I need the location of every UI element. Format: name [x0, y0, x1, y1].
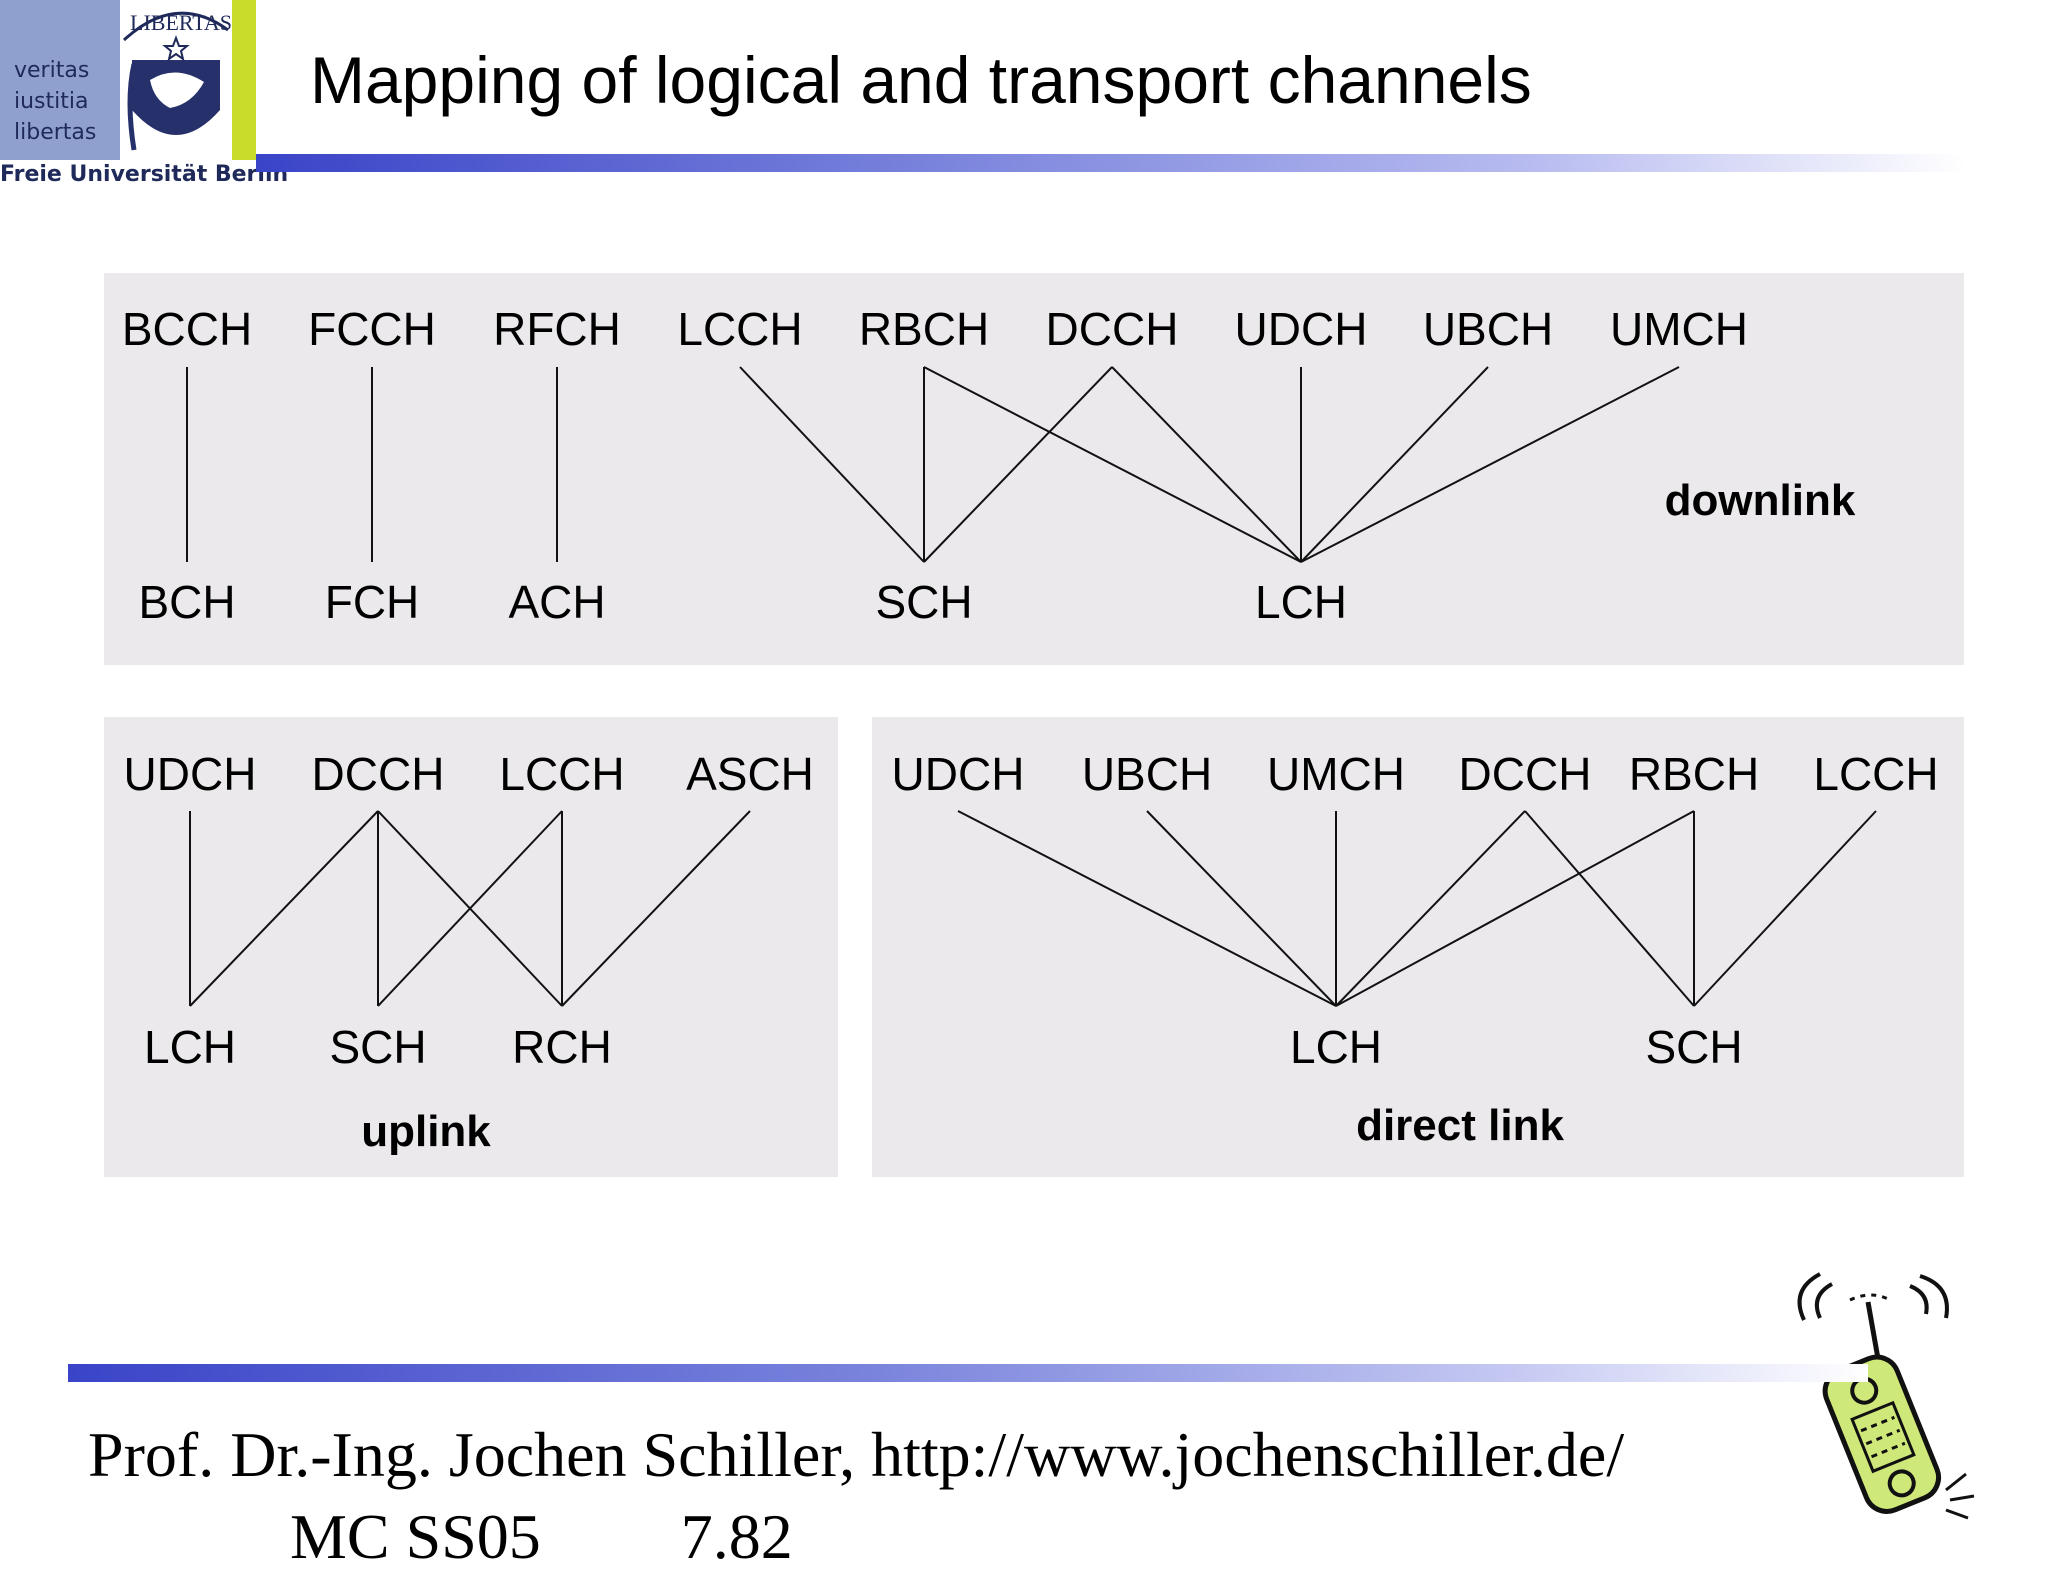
- transport-channel-sch: SCH: [875, 576, 972, 628]
- direct-link-rbch-lch: [1335, 810, 1695, 1007]
- footer-meta: MC SS05 7.82: [290, 1500, 933, 1574]
- downlink-link-rbch-lch: [923, 366, 1302, 563]
- uplink-link-lcch-sch: [377, 810, 563, 1007]
- downlink-link-lcch-sch: [739, 366, 925, 563]
- logical-channel-lcch: LCCH: [1813, 748, 1938, 800]
- footer-author: Prof. Dr.-Ing. Jochen Schiller, http://w…: [88, 1419, 1625, 1490]
- logical-channel-udch: UDCH: [1235, 303, 1368, 355]
- transport-channel-sch: SCH: [1645, 1021, 1742, 1073]
- motto-line: veritas: [14, 58, 90, 83]
- logical-channel-dcch: DCCH: [1459, 748, 1592, 800]
- mapping-lines: [186, 366, 1877, 1007]
- motto-line: libertas: [14, 120, 97, 145]
- university-name: Freie Universität Berlin: [0, 162, 289, 187]
- direct-link-ubch-lch: [1146, 810, 1337, 1007]
- downlink-link-umch-lch: [1300, 366, 1680, 563]
- uplink-link-asch-rch: [561, 810, 751, 1007]
- transport-channel-sch: SCH: [329, 1021, 426, 1073]
- downlink-link-dcch-sch: [923, 366, 1113, 563]
- mobile-phone-icon: [1770, 1260, 1990, 1535]
- downlink-link-ubch-lch: [1300, 366, 1489, 563]
- transport-channel-bch: BCH: [138, 576, 235, 628]
- seal-text: LIBERTAS: [130, 10, 232, 35]
- direct-link-dcch-lch: [1335, 810, 1526, 1007]
- logo-motto-block: veritas iustitia libertas: [0, 0, 120, 160]
- motto-line: iustitia: [14, 89, 89, 114]
- direct-link-panel: [872, 717, 1964, 1177]
- logical-channel-dcch: DCCH: [312, 748, 445, 800]
- logical-channel-ubch: UBCH: [1423, 303, 1553, 355]
- slide-title: Mapping of logical and transport channel…: [310, 43, 1532, 117]
- transport-channel-lch: LCH: [144, 1021, 236, 1073]
- university-logo: veritas iustitia libertas LIBERTAS: [0, 0, 256, 160]
- transport-channel-fch: FCH: [325, 576, 420, 628]
- transport-channel-lch: LCH: [1290, 1021, 1382, 1073]
- downlink-label: downlink: [1665, 476, 1856, 525]
- footer-course: MC SS05: [290, 1501, 541, 1572]
- transport-channel-ach: ACH: [508, 576, 605, 628]
- logo-accent-strip: [232, 0, 256, 160]
- channel-mapping-diagram: BCCH FCCH RFCH LCCH RBCH DCCH UDCH UBCH UMCH BCH F…: [104, 273, 1964, 1177]
- logical-channel-ubch: UBCH: [1082, 748, 1212, 800]
- direct-link-udch-lch: [957, 810, 1337, 1007]
- logical-channel-umch: UMCH: [1610, 303, 1748, 355]
- logical-channel-udch: UDCH: [892, 748, 1025, 800]
- logical-channel-dcch: DCCH: [1046, 303, 1179, 355]
- logical-channel-rbch: RBCH: [859, 303, 989, 355]
- logical-channel-udch: UDCH: [124, 748, 257, 800]
- uplink-label: uplink: [361, 1107, 491, 1156]
- footer-bar: [68, 1364, 1868, 1382]
- footer-page-number: 7.82: [680, 1501, 793, 1572]
- channel-labels: BCCH FCCH RFCH LCCH RBCH DCCH UDCH UBCH UMCH BCH F…: [122, 303, 1939, 1156]
- logical-channel-asch: ASCH: [686, 748, 814, 800]
- downlink-link-dcch-lch: [1111, 366, 1302, 563]
- logical-channel-fcch: FCCH: [308, 303, 436, 355]
- logical-channel-bcch: BCCH: [122, 303, 252, 355]
- logical-channel-lcch: LCCH: [499, 748, 624, 800]
- logical-channel-rfch: RFCH: [493, 303, 621, 355]
- downlink-panel: [104, 273, 1964, 665]
- uplink-panel: [104, 717, 838, 1177]
- direct-link-dcch-sch: [1524, 810, 1695, 1007]
- logical-channel-lcch: LCCH: [677, 303, 802, 355]
- transport-channel-rch: RCH: [512, 1021, 612, 1073]
- direct-label: direct link: [1356, 1101, 1564, 1150]
- uplink-link-dcch-lch: [189, 810, 379, 1007]
- direct-link-lcch-sch: [1693, 810, 1877, 1007]
- logical-channel-umch: UMCH: [1267, 748, 1405, 800]
- title-underline-bar: [256, 154, 1966, 172]
- transport-channel-lch: LCH: [1255, 576, 1347, 628]
- seal-emblem: LIBERTAS: [120, 0, 232, 160]
- logical-channel-rbch: RBCH: [1629, 748, 1759, 800]
